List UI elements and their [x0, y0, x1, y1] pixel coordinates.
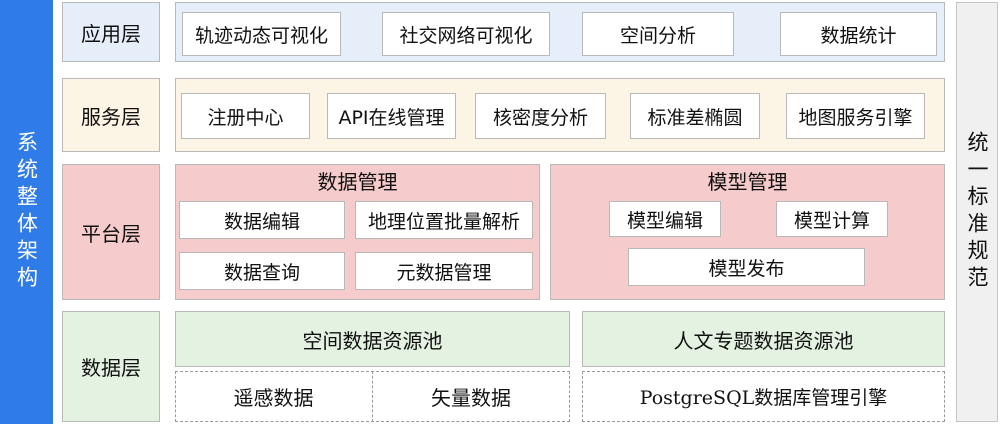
metadata-management-box: 元数据管理 — [355, 252, 533, 290]
vector-data: 矢量数据 — [431, 386, 511, 410]
model-edit-box: 模型编辑 — [609, 201, 721, 237]
service-item-api-management: API在线管理 — [327, 93, 456, 139]
geo-batch-parse-box: 地理位置批量解析 — [355, 201, 533, 239]
remote-sensing-data: 遥感数据 — [233, 386, 314, 410]
humanities-data-pool: 人文专题数据资源池 — [582, 311, 945, 367]
left-title-bar: 系统整体架构 — [0, 0, 53, 424]
right-title: 统一标准规范 — [965, 131, 989, 293]
service-layer-label: 服务层 — [62, 78, 160, 152]
app-item-trajectory: 轨迹动态可视化 — [182, 12, 341, 56]
model-publish-box: 模型发布 — [628, 248, 865, 286]
app-item-social-network: 社交网络可视化 — [382, 12, 550, 56]
data-query-box: 数据查询 — [179, 252, 345, 290]
platform-layer-label: 平台层 — [62, 164, 160, 300]
model-management-title: 模型管理 — [707, 169, 788, 194]
spatial-data-pool: 空间数据资源池 — [175, 311, 570, 367]
app-item-statistics: 数据统计 — [780, 12, 937, 56]
service-item-std-ellipse: 标准差椭圆 — [630, 93, 760, 139]
left-title: 系统整体架构 — [14, 131, 39, 293]
app-layer-label: 应用层 — [62, 2, 160, 62]
right-title-bar: 统一标准规范 — [956, 2, 998, 422]
data-layer-label: 数据层 — [62, 311, 160, 422]
service-item-kernel-density: 核密度分析 — [475, 93, 606, 139]
data-management-title: 数据管理 — [317, 169, 398, 194]
model-compute-box: 模型计算 — [776, 201, 888, 237]
app-item-spatial-analysis: 空间分析 — [582, 12, 734, 56]
data-edit-box: 数据编辑 — [179, 201, 345, 239]
service-item-map-engine: 地图服务引擎 — [786, 93, 925, 139]
service-item-registry: 注册中心 — [181, 93, 310, 139]
postgresql-engine: PostgreSQL数据库管理引擎 — [582, 371, 945, 422]
spatial-sources-divider — [372, 371, 373, 422]
